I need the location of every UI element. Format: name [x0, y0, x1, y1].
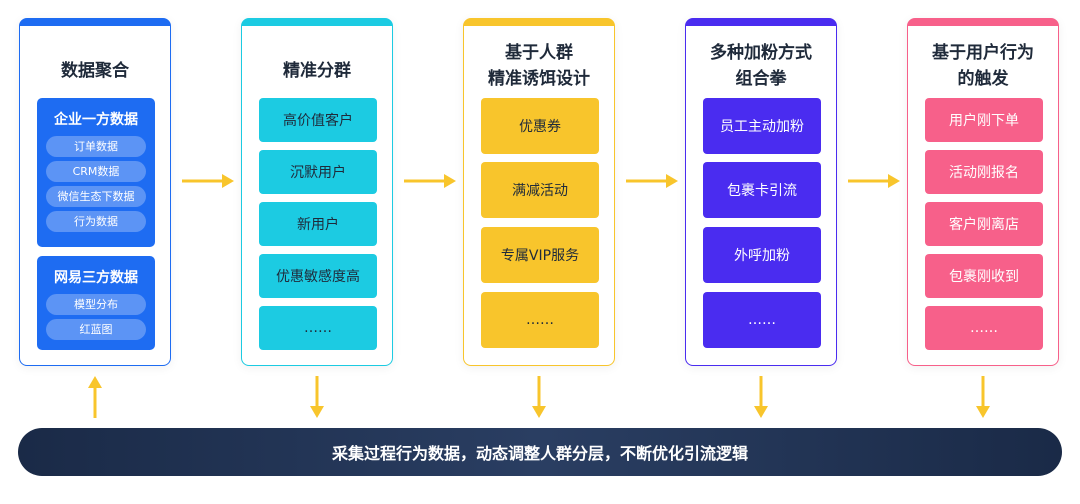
box-coupon: 优惠券	[481, 98, 599, 154]
box-outbound-call: 外呼加粉	[703, 227, 821, 283]
box-more: ……	[259, 306, 377, 350]
box-package-card: 包裹卡引流	[703, 162, 821, 218]
box-discount-sensitive: 优惠敏感度高	[259, 254, 377, 298]
group-title: 网易三方数据	[54, 270, 138, 286]
feedback-bar: 采集过程行为数据，动态调整人群分层，不断优化引流逻辑	[18, 428, 1062, 476]
column-follower-methods: 多种加粉方式 组合拳 员工主动加粉 包裹卡引流 外呼加粉 ……	[685, 18, 837, 366]
column-behavior-trigger: 基于用户行为 的触发 用户刚下单 活动刚报名 客户刚离店 包裹刚收到 ……	[907, 18, 1059, 366]
box-more: ……	[925, 306, 1043, 350]
pill-order-data: 订单数据	[46, 136, 146, 157]
arrow-down-icon	[754, 376, 768, 418]
group-third-party-data: 网易三方数据 模型分布 红蓝图	[37, 256, 155, 350]
arrow-right-icon	[626, 174, 678, 188]
arrow-down-icon	[532, 376, 546, 418]
column-title: 精准分群	[283, 61, 351, 81]
box-just-ordered: 用户刚下单	[925, 98, 1043, 142]
pill-behavior-data: 行为数据	[46, 211, 146, 232]
box-just-left-store: 客户刚离店	[925, 202, 1043, 246]
feedback-bar-text: 采集过程行为数据，动态调整人群分层，不断优化引流逻辑	[331, 444, 748, 463]
arrow-up-icon	[88, 376, 102, 418]
pill-crm-data: CRM数据	[46, 161, 146, 182]
column-title: 多种加粉方式 组合拳	[710, 43, 812, 89]
box-vip-service: 专属VIP服务	[481, 227, 599, 283]
pill-wechat-data: 微信生态下数据	[46, 186, 146, 207]
arrow-right-icon	[404, 174, 456, 188]
column-title: 基于人群 精准诱饵设计	[488, 43, 590, 89]
box-staff-add: 员工主动加粉	[703, 98, 821, 154]
pill-red-blue-map: 红蓝图	[46, 319, 146, 340]
pill-model-distribution: 模型分布	[46, 294, 146, 315]
box-full-reduction: 满减活动	[481, 162, 599, 218]
column-title: 基于用户行为 的触发	[932, 43, 1034, 89]
box-high-value-customer: 高价值客户	[259, 98, 377, 142]
box-new-user: 新用户	[259, 202, 377, 246]
arrow-right-icon	[848, 174, 900, 188]
column-segmentation: 精准分群 高价值客户 沉默用户 新用户 优惠敏感度高 ……	[241, 18, 393, 366]
box-more: ……	[481, 292, 599, 348]
arrow-right-icon	[182, 174, 234, 188]
arrow-down-icon	[976, 376, 990, 418]
column-data-aggregation: 数据聚合 企业一方数据 订单数据 CRM数据 微信生态下数据 行为数据 网易三方…	[19, 18, 171, 366]
group-title: 企业一方数据	[54, 112, 138, 128]
group-first-party-data: 企业一方数据 订单数据 CRM数据 微信生态下数据 行为数据	[37, 98, 155, 247]
box-more: ……	[703, 292, 821, 348]
arrow-down-icon	[310, 376, 324, 418]
box-silent-user: 沉默用户	[259, 150, 377, 194]
column-bait-design: 基于人群 精准诱饵设计 优惠券 满减活动 专属VIP服务 ……	[463, 18, 615, 366]
box-package-received: 包裹刚收到	[925, 254, 1043, 298]
column-title: 数据聚合	[61, 61, 129, 81]
box-just-registered: 活动刚报名	[925, 150, 1043, 194]
